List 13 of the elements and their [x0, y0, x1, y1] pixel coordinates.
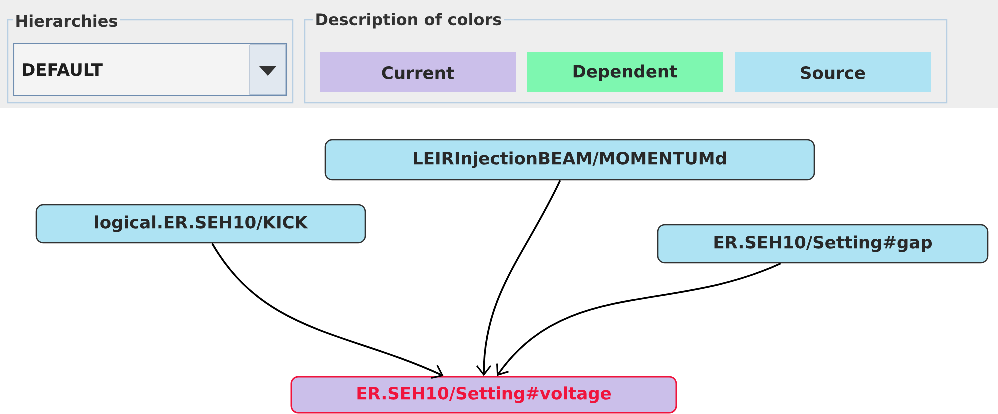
current-node: ER.SEH10/Setting#voltage [290, 376, 678, 414]
group-heading: Hierarchies [13, 12, 120, 30]
source-node: LEIRInjectionBEAM/MOMENTUMd [324, 139, 816, 181]
arrow [212, 243, 444, 379]
arrow [476, 180, 562, 376]
legend-item: Current [320, 52, 516, 92]
dropdown: DEFAULT [14, 44, 288, 96]
arrow [496, 262, 782, 376]
source-node: ER.SEH10/Setting#gap [657, 224, 989, 264]
source-node: logical.ER.SEH10/KICK [36, 204, 366, 244]
group-heading: Description of colors [313, 11, 504, 31]
legend-item: Dependent [527, 52, 723, 92]
legend-item: Source [735, 52, 931, 92]
